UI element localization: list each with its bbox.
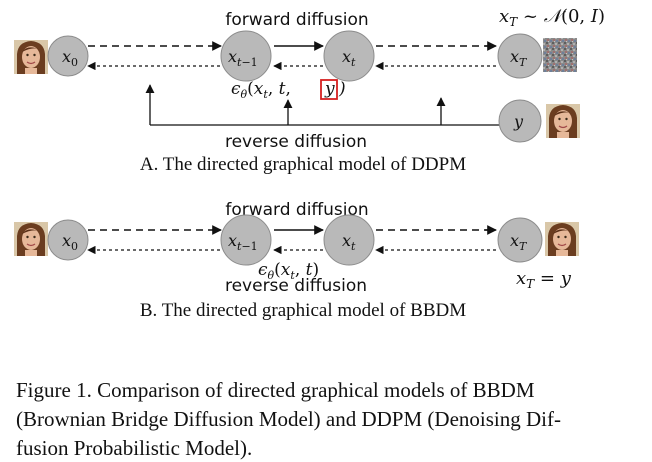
highlight-box (320, 79, 338, 100)
figure-caption: Figure 1. Comparison of directed graphic… (16, 376, 640, 462)
node-x0 (47, 35, 89, 77)
reverse-diffusion-label-a: reverse diffusion (225, 132, 367, 152)
epsilon-theta-label-a: ϵθ(xt, t, (231, 79, 291, 101)
svg-text:y: y (513, 112, 524, 131)
node-xt-minus-1 (220, 30, 272, 82)
forward-diffusion-label-b: forward diffusion (225, 200, 368, 220)
caption-line-1: Figure 1. Comparison of directed graphic… (16, 378, 535, 402)
node-y (498, 99, 542, 143)
node-xT (497, 33, 543, 79)
svg-text:): ) (338, 79, 346, 99)
node-b-x0 (47, 219, 89, 261)
epsilon-theta-label-b: ϵθ(xt, t) (258, 260, 319, 282)
target-face-image-b (544, 221, 580, 257)
node-b-xt (323, 214, 375, 266)
noise-image (543, 38, 577, 72)
epsilon-highlight-y: y (324, 79, 335, 99)
reverse-diffusion-label-b: reverse diffusion (225, 276, 367, 296)
forward-diffusion-label: forward diffusion (225, 10, 368, 30)
input-face-image (13, 39, 49, 75)
node-b-xt-minus-1 (220, 214, 272, 266)
panel-a-title: A. The directed graphical model of DDPM (140, 154, 466, 175)
panel-b-title: B. The directed graphical model of BBDM (140, 300, 466, 321)
target-face-image-a (545, 103, 581, 139)
caption-line-3: fusion Probabilistic Model). (16, 436, 253, 460)
panel-b: forward diffusion x0 xt−1 xt xT ϵθ(xt, t… (13, 200, 580, 321)
panel-a: forward diffusion xT ~ 𝒩(0, I) x0 xt−1 x… (13, 6, 605, 175)
input-face-image-b (13, 221, 49, 257)
node-xt (323, 30, 375, 82)
caption-line-2: (Brownian Bridge Diffusion Model) and DD… (16, 407, 561, 431)
prior-distribution-label: xT ~ 𝒩(0, I) (499, 6, 605, 29)
node-b-xT (497, 217, 543, 263)
endpoint-label: xT = y (516, 268, 572, 291)
